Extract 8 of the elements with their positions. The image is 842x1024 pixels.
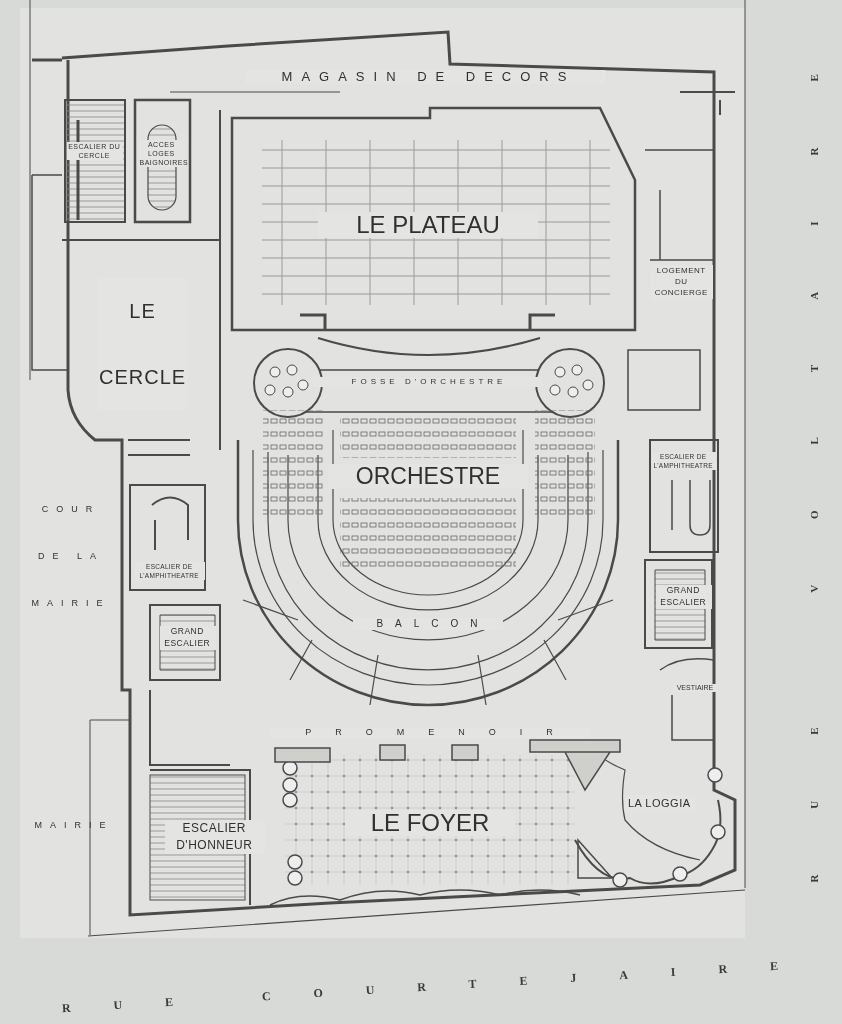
room-label: LE PLATEAU [318, 212, 538, 239]
place-label: COUR DE LA MAIRIE [30, 503, 112, 610]
room-label: GRAND ESCALIER [656, 585, 712, 609]
room-label: GRAND ESCALIER [160, 626, 216, 650]
room-label: LE FOYER [345, 810, 515, 837]
room-label: BALCON [353, 618, 503, 630]
street-name: RUE VOLTAIRE [808, 48, 822, 885]
place-label: MAIRIE [33, 820, 115, 831]
